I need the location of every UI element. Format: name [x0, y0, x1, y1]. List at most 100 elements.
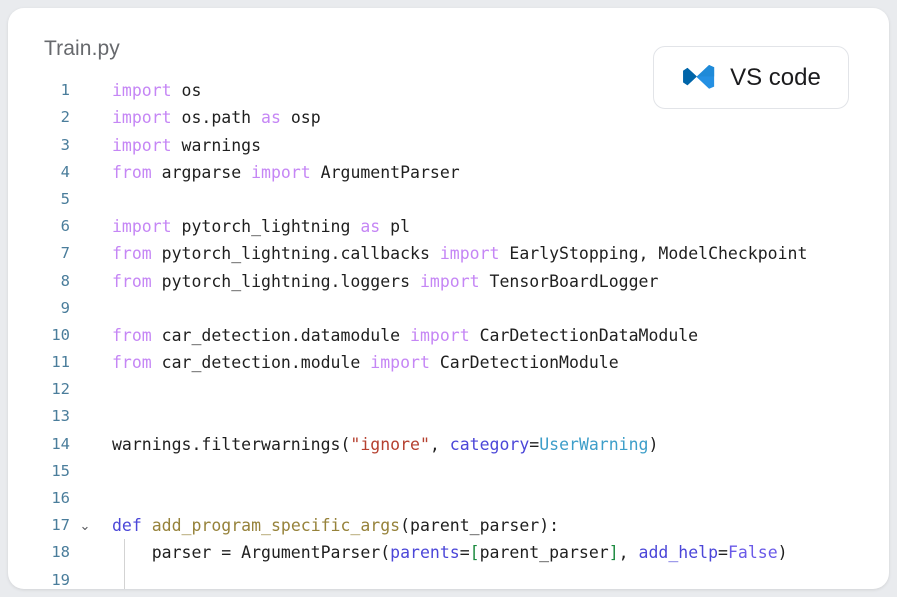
code-token: parents — [390, 543, 460, 563]
indent-guide — [124, 539, 125, 567]
line-number: 10 — [51, 325, 70, 344]
line-number: 11 — [51, 353, 70, 372]
code-token: = — [459, 543, 470, 563]
code-line[interactable]: 17 ⌄ def add_program_specific_args(parent_… — [8, 512, 889, 539]
code-line-text: warnings.filterwarnings("ignore", catego… — [112, 431, 658, 458]
code-line-text: from pytorch_lightning.callbacks import … — [112, 240, 807, 267]
code-token: import — [251, 162, 311, 182]
code-line-text: from car_detection.module import CarDete… — [112, 349, 619, 376]
editor-title-bar: Train.py VS code — [8, 8, 889, 109]
code-token: import — [419, 271, 480, 291]
line-number: 2 — [60, 108, 70, 127]
code-token: from — [112, 244, 152, 264]
code-line[interactable]: 5 — [8, 186, 889, 213]
code-line-text: import warnings — [112, 132, 261, 159]
code-token: as — [360, 217, 381, 237]
vscode-logo-icon — [683, 64, 715, 89]
code-token: UserWarning — [539, 434, 649, 454]
code-token: pl — [380, 217, 411, 237]
line-number: 18 — [51, 543, 70, 562]
code-token: osp — [280, 108, 321, 128]
code-line-text: parser = ArgumentParser(parents=[parent_… — [112, 539, 788, 566]
code-token: ( — [400, 516, 411, 536]
code-line-text: def add_program_specific_args(parent_par… — [112, 512, 559, 539]
code-line[interactable]: 18 parser = ArgumentParser(parents=[pare… — [8, 539, 889, 567]
line-number: 14 — [51, 434, 70, 453]
code-line[interactable]: 16 — [8, 485, 889, 512]
line-number: 17 — [51, 516, 70, 535]
code-token: import — [112, 135, 172, 155]
code-line[interactable]: 19 — [8, 566, 889, 589]
page-title: Train.py — [44, 37, 120, 60]
chevron-down-icon[interactable]: ⌄ — [79, 518, 91, 534]
code-line-text: import os.path as osp — [112, 104, 321, 131]
code-token: category — [449, 434, 530, 454]
code-token: TensorBoardLogger — [479, 271, 659, 291]
code-line-text: from pytorch_lightning.loggers import Te… — [112, 268, 658, 295]
line-number: 7 — [60, 244, 70, 263]
code-line-partial-top — [8, 64, 889, 77]
code-line[interactable]: 4 from argparse import ArgumentParser — [8, 159, 889, 186]
line-number: 5 — [60, 189, 70, 208]
code-line[interactable]: 7 from pytorch_lightning.callbacks import… — [8, 240, 889, 267]
code-token: , — [618, 543, 639, 563]
code-token: pytorch_lightning.callbacks — [151, 244, 440, 264]
code-token — [142, 516, 152, 535]
code-token: warnings — [171, 135, 262, 155]
code-token: os.path — [171, 108, 262, 128]
line-number: 9 — [60, 298, 70, 317]
code-line[interactable]: 6 import pytorch_lightning as pl — [8, 213, 889, 240]
code-token: import — [112, 81, 172, 101]
code-token: CarDetectionDataModule — [469, 325, 699, 345]
line-number: 13 — [51, 407, 70, 426]
line-number: 16 — [51, 489, 70, 507]
vscode-badge[interactable]: VS code — [653, 46, 849, 109]
code-token: import — [439, 244, 500, 264]
code-line[interactable]: 9 — [8, 295, 889, 322]
code-line[interactable]: 13 — [8, 403, 889, 430]
code-token: parent_parser — [479, 543, 609, 563]
code-token: add_program_specific_args — [151, 516, 401, 536]
code-token: warnings.filterwarnings( — [112, 434, 351, 454]
code-token: pytorch_lightning.loggers — [151, 271, 420, 291]
code-line-text: from argparse import ArgumentParser — [112, 159, 460, 186]
code-token: False — [727, 543, 778, 563]
code-token: ) — [648, 434, 659, 454]
code-line[interactable]: 14 warnings.filterwarnings("ignore", cate… — [8, 431, 889, 458]
code-token: car_detection.datamodule — [151, 325, 411, 345]
code-token: import — [112, 217, 172, 237]
line-number: 6 — [60, 217, 70, 236]
code-token: from — [112, 353, 152, 373]
code-token: import — [370, 353, 430, 373]
code-line[interactable]: 11 from car_detection.module import CarDe… — [8, 349, 889, 376]
code-token: as — [261, 108, 281, 128]
code-token: pytorch_lightning — [171, 217, 361, 237]
line-number: 4 — [60, 162, 70, 181]
code-token: import — [112, 108, 172, 128]
code-token: car_detection.module — [151, 353, 371, 373]
code-token: ) — [777, 543, 788, 563]
code-token: = — [718, 543, 728, 563]
code-token: add_help — [638, 543, 719, 563]
code-token: argparse — [151, 162, 252, 182]
line-number: 12 — [51, 380, 70, 399]
code-token: "ignore" — [350, 434, 430, 454]
code-line[interactable]: 15 — [8, 458, 889, 485]
code-token: ] — [608, 543, 619, 563]
code-line[interactable]: 2 import os.path as osp — [8, 104, 889, 131]
code-token: ): — [539, 516, 560, 536]
code-token: ArgumentParser — [310, 162, 460, 182]
code-line[interactable]: 12 — [8, 376, 889, 403]
code-token: , — [429, 434, 450, 454]
code-token: = — [529, 434, 540, 454]
indent-guide — [124, 566, 125, 589]
code-token: CarDetectionModule — [429, 353, 619, 373]
code-token: EarlyStopping, ModelCheckpoint — [499, 244, 808, 264]
